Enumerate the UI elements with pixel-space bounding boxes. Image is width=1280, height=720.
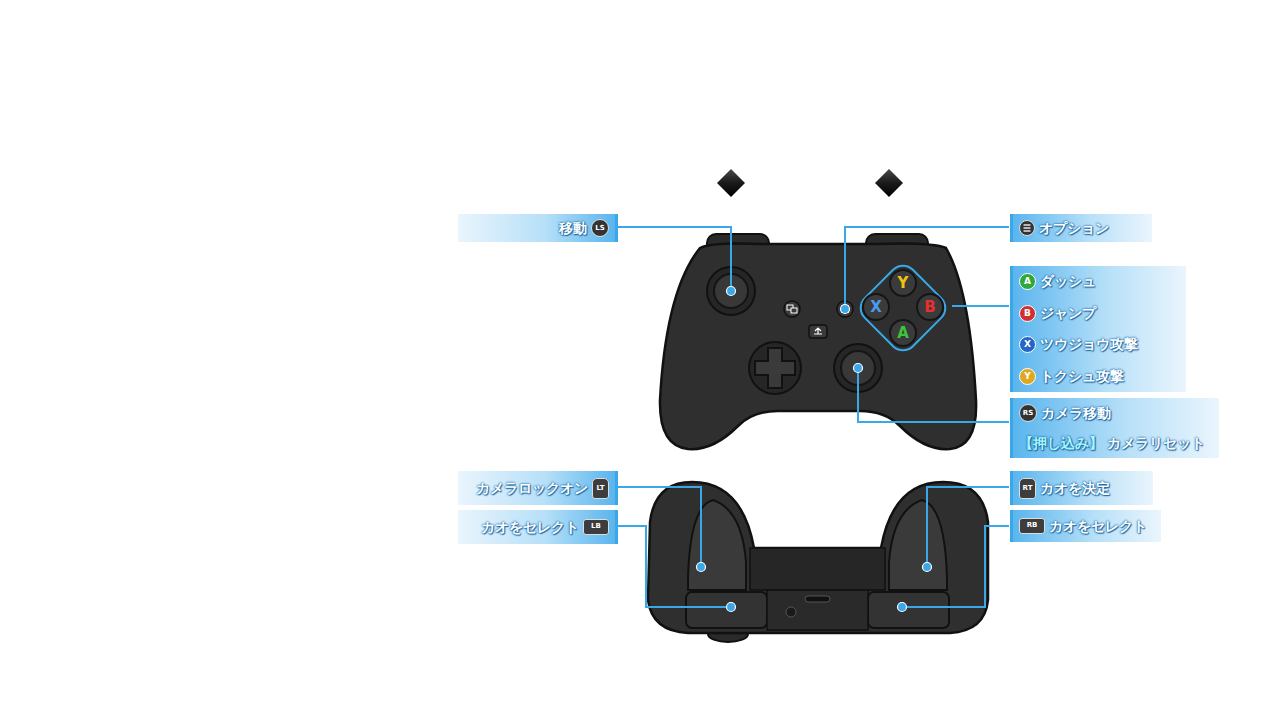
leader-dot	[727, 603, 736, 612]
menu-icon-bar	[1024, 224, 1031, 225]
control-label: ジャンプ	[1040, 305, 1096, 322]
leader-dot	[898, 603, 907, 612]
leader-line	[858, 368, 1009, 422]
controller-front-part	[749, 342, 801, 394]
leader-dot	[841, 305, 850, 314]
control-label: カオをセレクト	[1049, 518, 1147, 535]
button-icon: Y	[1019, 368, 1036, 385]
callout-row: Bジャンプ	[1019, 305, 1178, 322]
callout-row: カメラロックオンLT	[466, 478, 609, 499]
leader-dot	[727, 287, 736, 296]
face-button: Y	[889, 269, 917, 297]
controller-back-part	[805, 596, 830, 602]
callout-row: カオをセレクトLB	[466, 519, 609, 536]
control-label: 移動	[559, 220, 587, 237]
controller-back-part	[648, 482, 988, 633]
controller-back-part	[686, 592, 767, 628]
button-icon: B	[1019, 305, 1036, 322]
leader-line	[618, 526, 731, 607]
controller-front-part	[814, 328, 822, 334]
face-button: A	[889, 319, 917, 347]
callout-row: Aダッシュ	[1019, 273, 1178, 290]
leader-dot	[923, 563, 932, 572]
press-note: 【押し込み】	[1019, 435, 1103, 452]
face-button: B	[916, 293, 944, 321]
controller-front-part	[855, 260, 951, 356]
bumper-icon: RB	[1019, 518, 1045, 534]
menu-icon	[1019, 220, 1035, 236]
controller-back-part	[868, 592, 949, 628]
menu-icon-disc	[1020, 220, 1035, 235]
callout-box: RBカオをセレクト	[1010, 510, 1161, 542]
stick-icon: RS	[1019, 404, 1037, 422]
trigger-icon: RT	[1019, 478, 1036, 499]
button-letter: Y	[898, 276, 909, 291]
leader-line	[952, 305, 1009, 307]
leader-dot	[854, 364, 863, 373]
face-button: X	[862, 293, 890, 321]
stick-icon: LS	[591, 219, 609, 237]
control-label: オプション	[1039, 220, 1109, 237]
callout-row: 【押し込み】カメラリセット	[1019, 435, 1211, 452]
button-letter: A	[897, 326, 909, 341]
callout-row: Yトクシュ攻撃	[1019, 368, 1178, 385]
controller-front-part	[660, 244, 976, 450]
button-icon: X	[1019, 336, 1036, 353]
control-label: トクシュ攻撃	[1040, 368, 1124, 385]
callout-box: 移動LS	[458, 214, 618, 242]
callout-box: オプション	[1010, 214, 1152, 242]
callout-row: RTカオを決定	[1019, 478, 1145, 499]
leader-line	[902, 526, 1009, 607]
control-label: カメラロックオン	[476, 480, 588, 497]
controller-back-part	[767, 590, 868, 630]
controller-front-part	[784, 301, 800, 317]
button-icon: A	[1019, 273, 1036, 290]
menu-icon-bar	[1024, 230, 1031, 231]
controller-front-part	[755, 348, 795, 388]
trigger-icon: LT	[592, 478, 609, 499]
button-letter: B	[924, 300, 935, 315]
callout-row: RBカオをセレクト	[1019, 518, 1153, 535]
leader-dot	[697, 563, 706, 572]
callout-row: RSカメラ移動	[1019, 404, 1211, 422]
controller-front-part	[809, 325, 827, 338]
marker-diamond	[717, 169, 745, 197]
control-label: カオを決定	[1040, 480, 1110, 497]
control-label: ダッシュ	[1040, 273, 1096, 290]
controller-back-part	[786, 607, 796, 617]
callout-box: RTカオを決定	[1010, 471, 1153, 505]
callout-row: オプション	[1019, 220, 1144, 237]
callout-row: 移動LS	[466, 219, 609, 237]
button-letter: X	[870, 300, 882, 315]
control-label: カメラリセット	[1107, 435, 1205, 452]
leader-line	[618, 227, 731, 291]
leader-dots	[697, 287, 932, 612]
callout-box: カメラロックオンLT	[458, 471, 618, 505]
controller-back-part	[688, 500, 746, 590]
controller-back-part	[889, 500, 947, 590]
controller-back	[648, 482, 988, 642]
callout-box: RSカメラ移動【押し込み】カメラリセット	[1010, 398, 1219, 458]
control-label: カオをセレクト	[481, 519, 579, 536]
control-label: カメラ移動	[1041, 405, 1111, 422]
controller-front-part	[791, 308, 797, 313]
control-label: ツウジョウ攻撃	[1040, 336, 1138, 353]
bumper-icon: LB	[583, 519, 609, 535]
controller-front	[660, 234, 976, 449]
callout-box: AダッシュBジャンプXツウジョウ攻撃Yトクシュ攻撃	[1010, 266, 1186, 392]
callout-box: カオをセレクトLB	[458, 510, 618, 544]
callout-row: Xツウジョウ攻撃	[1019, 336, 1178, 353]
marker-diamond	[875, 169, 903, 197]
leader-lines	[618, 227, 1009, 607]
controller-back-part	[750, 548, 885, 590]
menu-icon-bar	[1024, 227, 1031, 228]
